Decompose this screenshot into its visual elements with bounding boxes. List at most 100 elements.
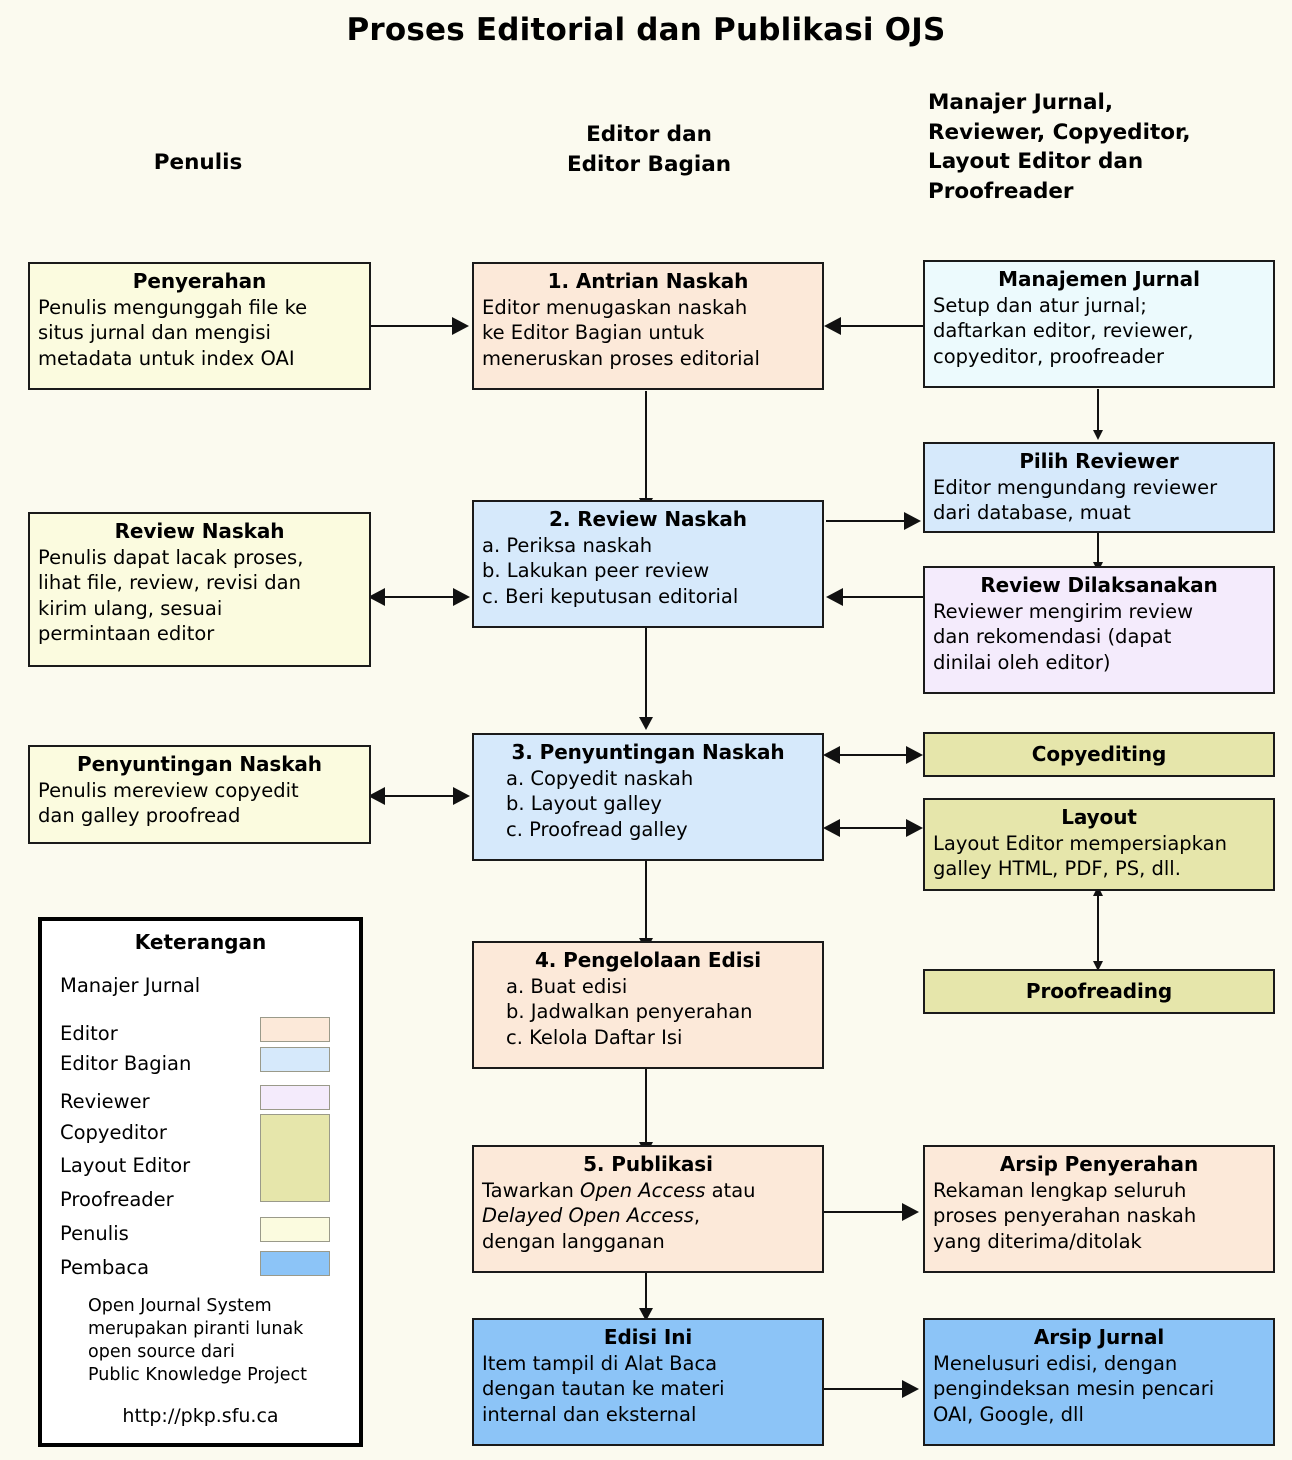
box-body-line: c. Beri keputusan editorial: [482, 584, 739, 608]
box-body-line: c. Proofread galley: [506, 817, 688, 841]
box-body-line: ke Editor Bagian untuk: [482, 321, 705, 345]
col-head-line: Proofreader: [928, 178, 1074, 204]
box-body-line: c. Kelola Daftar Isi: [506, 1025, 683, 1049]
box-body-line: Setup dan atur jurnal;: [933, 294, 1147, 317]
arrowhead: [906, 819, 923, 837]
legend-panel: Keterangan Manajer Jurnal Editor Editor …: [38, 917, 363, 1447]
legend-swatch-copyeditor-group: [260, 1114, 330, 1202]
box-penyuntingan-naskah-author[interactable]: Penyuntingan Naskah Penulis mereview cop…: [28, 745, 371, 844]
box-title: 5. Publikasi: [583, 1152, 713, 1176]
connector-penyuntingan-layout: [836, 827, 914, 829]
connector-proofreading-layout: [1097, 891, 1099, 969]
arrowhead: [1093, 430, 1103, 440]
page-title: Proses Editorial dan Publikasi OJS: [346, 12, 946, 48]
box-arsip-jurnal[interactable]: Arsip Jurnal Menelusuri edisi, dengan pe…: [923, 1318, 1275, 1446]
box-body: Tawarkan Open Access atau Delayed Open A…: [482, 1178, 814, 1254]
box-body: Item tampil di Alat Baca dengan tautan k…: [482, 1351, 814, 1427]
box-body-line: kirim ulang, sesuai: [38, 596, 223, 620]
connector-review-to-pilihreviewer: [826, 520, 908, 522]
arrowhead: [826, 588, 843, 606]
box-body-line: Penulis mengunggah file ke: [38, 296, 308, 319]
box-body-line: proses penyerahan naskah: [933, 1204, 1197, 1228]
box-review-naskah-author[interactable]: Review Naskah Penulis dapat lacak proses…: [28, 512, 371, 667]
connector-reviewdilaks-to-review: [842, 596, 924, 598]
box-body-line: situs jurnal dan mengisi: [38, 321, 271, 345]
box-body-line: Penulis mereview copyedit: [38, 779, 299, 802]
arrowhead: [904, 512, 921, 530]
box-layout[interactable]: Layout Layout Editor mempersiapkan galle…: [923, 798, 1275, 891]
arrowhead: [902, 1203, 919, 1221]
box-body-line: dengan tautan ke materi: [482, 1377, 725, 1401]
box-body-line: lihat file, review, revisi dan: [38, 571, 301, 595]
box-body-line: Rekaman lengkap seluruh: [933, 1179, 1187, 1202]
legend-url[interactable]: http://pkp.sfu.ca: [122, 1405, 279, 1427]
col-head-line: Manajer Jurnal,: [928, 90, 1114, 115]
legend-item-editor: Editor: [60, 1022, 118, 1045]
box-body-line: Layout Editor mempersiapkan: [933, 832, 1227, 855]
legend-rows: Manajer Jurnal Editor Editor Bagian Revi…: [42, 962, 359, 1277]
legend-item-layout-editor: Layout Editor: [60, 1154, 191, 1177]
box-title: Arsip Penyerahan: [999, 1152, 1199, 1176]
box-body-line: Reviewer mengirim review: [933, 600, 1194, 623]
arrowhead: [824, 317, 841, 335]
arrowhead: [368, 787, 385, 805]
arrowhead: [452, 317, 469, 335]
arrowhead: [453, 787, 470, 805]
box-penyerahan[interactable]: Penyerahan Penulis mengunggah file ke si…: [28, 262, 371, 390]
box-arsip-penyerahan[interactable]: Arsip Penyerahan Rekaman lengkap seluruh…: [923, 1145, 1275, 1273]
box-title: 2. Review Naskah: [549, 507, 747, 531]
box-antrian-naskah[interactable]: 1. Antrian Naskah Editor menugaskan nask…: [472, 262, 824, 390]
box-manajemen-jurnal[interactable]: Manajemen Jurnal Setup dan atur jurnal; …: [923, 260, 1275, 388]
box-body: Penulis mengunggah file ke situs jurnal …: [38, 295, 361, 371]
box-title: Review Naskah: [114, 519, 285, 543]
box-body: Penulis mereview copyedit dan galley pro…: [38, 778, 361, 829]
box-edisi-ini[interactable]: Edisi Ini Item tampil di Alat Baca denga…: [472, 1318, 824, 1446]
box-review-dilaksanakan[interactable]: Review Dilaksanakan Reviewer mengirim re…: [923, 566, 1275, 694]
legend-note-line: merupakan piranti lunak: [88, 1319, 304, 1340]
box-publikasi[interactable]: 5. Publikasi Tawarkan Open Access atau D…: [472, 1145, 824, 1273]
arrowhead: [823, 819, 840, 837]
connector-publikasi-to-arsip: [824, 1211, 906, 1213]
editor-column-header: Editor dan Editor Bagian: [473, 120, 825, 179]
box-pilih-reviewer[interactable]: Pilih Reviewer Editor mengundang reviewe…: [923, 442, 1275, 533]
staff-column-header: Manajer Jurnal, Reviewer, Copyeditor, La…: [928, 88, 1278, 207]
box-body: Menelusuri edisi, dengan pengindeksan me…: [933, 1351, 1265, 1427]
box-review-naskah-section[interactable]: 2. Review Naskah a. Periksa naskah b. La…: [472, 500, 824, 628]
legend-item-manajer-jurnal: Manajer Jurnal: [60, 974, 201, 997]
box-penyuntingan-naskah-section[interactable]: 3. Penyuntingan Naskah a. Copyedit naska…: [472, 733, 824, 861]
box-copyediting[interactable]: Copyediting: [923, 732, 1275, 777]
box-proofreading[interactable]: Proofreading: [923, 969, 1275, 1014]
box-body-line: OAI, Google, dll: [933, 1402, 1084, 1426]
box-body: Editor mengundang reviewer dari database…: [933, 475, 1265, 526]
legend-item-copyeditor: Copyeditor: [60, 1121, 167, 1144]
legend-note-line: Public Knowledge Project: [88, 1365, 307, 1386]
legend-note-line: open source dari: [88, 1342, 235, 1363]
connector-manajemen-to-antrian: [840, 325, 924, 327]
box-body-line: metadata untuk index OAI: [38, 346, 295, 370]
box-body-line: dari database, muat: [933, 501, 1131, 525]
box-body-line: internal dan eksternal: [482, 1402, 697, 1426]
legend-item-pembaca: Pembaca: [60, 1256, 150, 1279]
box-body-line: copyeditor, proofreader: [933, 344, 1164, 368]
italic-term: Open Access: [580, 1179, 706, 1202]
box-body-line: Delayed Open Access,: [482, 1204, 701, 1228]
box-body-line: a. Buat edisi: [506, 975, 628, 998]
legend-title: Keterangan: [134, 930, 267, 954]
box-body-line: yang diterima/ditolak: [933, 1229, 1142, 1253]
connector-penyuntingan-to-pengelolaan: [645, 860, 647, 941]
box-body: Penulis dapat lacak proses, lihat file, …: [38, 545, 361, 646]
box-title: 3. Penyuntingan Naskah: [511, 740, 785, 764]
box-title: Penyuntingan Naskah: [77, 752, 322, 776]
connector-edisiini-to-arsipjurnal: [824, 1388, 906, 1390]
box-body-line: Penulis dapat lacak proses,: [38, 546, 304, 569]
box-body: Setup dan atur jurnal; daftarkan editor,…: [933, 293, 1265, 369]
connector-penyuntingan-author: [382, 795, 468, 797]
legend-item-penulis: Penulis: [60, 1222, 129, 1245]
box-title: Copyediting: [1031, 741, 1167, 766]
connector-penyuntingan-copyediting: [836, 754, 914, 756]
arrowhead: [639, 717, 653, 730]
box-body-line: galley HTML, PDF, PS, dll.: [933, 857, 1181, 881]
box-pengelolaan-edisi[interactable]: 4. Pengelolaan Edisi a. Buat edisi b. Ja…: [472, 941, 824, 1069]
arrowhead: [1093, 961, 1103, 971]
connector-review-to-penyuntingan: [645, 628, 647, 720]
